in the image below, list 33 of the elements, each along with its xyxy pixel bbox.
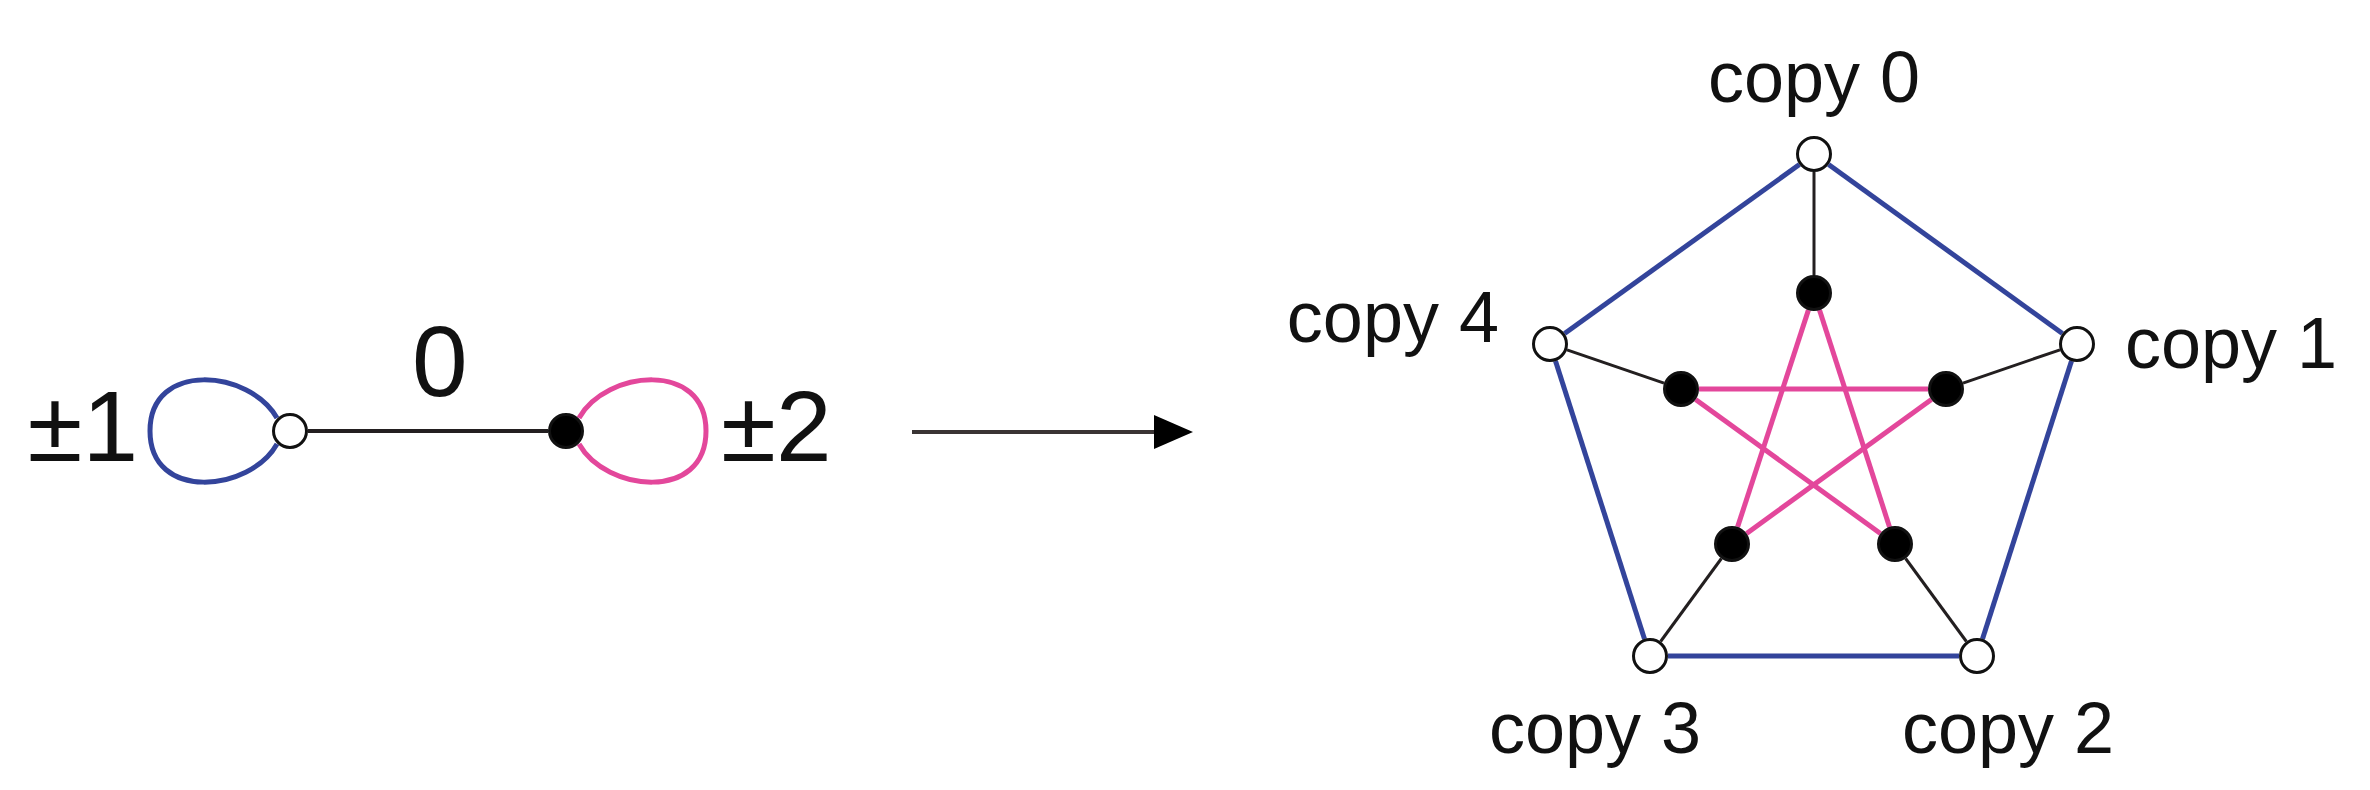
open-vertex [1632, 638, 1668, 674]
graph-edge [1827, 162, 2064, 336]
graph-edge [1980, 360, 2074, 640]
graph-edge [1659, 557, 1723, 643]
graph-edge [1668, 653, 1959, 659]
graph-edge [1735, 309, 1811, 528]
open-vertex [2059, 326, 2095, 362]
graph-edge [1812, 172, 1816, 275]
graph-edge [1694, 397, 1882, 536]
graph-edge [1817, 309, 1892, 528]
graph-edge [1904, 557, 1968, 643]
open-vertex [1532, 326, 1568, 362]
graph-edge [1962, 348, 2061, 385]
edge-label: 0 [412, 311, 468, 411]
graph-edge [308, 429, 548, 433]
filled-vertex [1928, 371, 1964, 407]
edge-label: ±2 [721, 376, 832, 476]
graph-edge [1563, 162, 1801, 336]
graph-edge [1699, 386, 1928, 392]
filled-vertex [548, 413, 584, 449]
filled-vertex [1663, 371, 1699, 407]
open-vertex [1959, 638, 1995, 674]
open-vertex [1796, 136, 1832, 172]
filled-vertex [1877, 526, 1913, 562]
edge-label: ±1 [27, 376, 138, 476]
graph-edge [1566, 348, 1665, 385]
filled-vertex [1796, 275, 1832, 311]
open-vertex [272, 413, 308, 449]
graph-edge [1553, 360, 1647, 640]
graph-edge [1745, 397, 1933, 536]
filled-vertex [1714, 526, 1750, 562]
loop-edge [577, 377, 709, 485]
loop-edge [147, 377, 279, 485]
